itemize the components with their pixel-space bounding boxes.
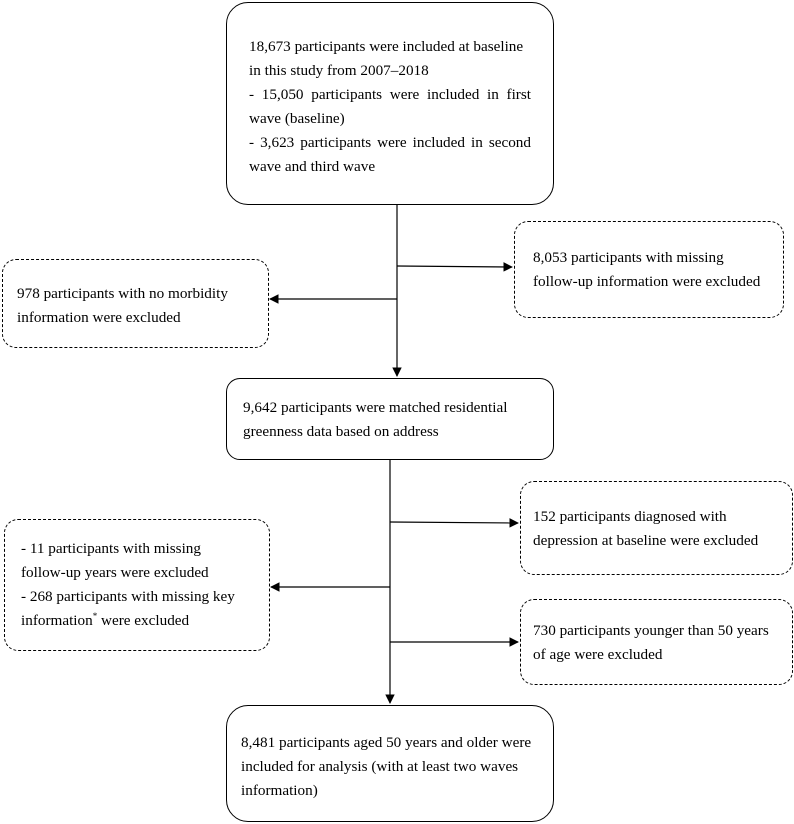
excluded-missing-line-4: information* were excluded [21, 609, 269, 633]
excluded-morbidity-line-1: 978 participants with no morbidity [17, 285, 228, 302]
matched-line-2: greenness data based on address [243, 423, 439, 440]
baseline-box: 18,673 participants were included at bas… [226, 2, 554, 205]
excluded-missing-line-1: - 11 participants with missing [21, 540, 201, 557]
excluded-depression-box: 152 participants diagnosed with depressi… [520, 481, 793, 575]
baseline-line-4: wave (baseline) [249, 110, 345, 127]
final-line-3: information) [241, 782, 318, 799]
excluded-missing-box: - 11 participants with missing follow-up… [4, 519, 270, 651]
excluded-age-line-2: of age were excluded [533, 646, 663, 663]
excluded-age-line-1: 730 participants younger than 50 years [533, 622, 769, 639]
excluded-missing-line-3: - 268 participants with missing key [21, 588, 235, 605]
excluded-missing-line-4-text: information [21, 612, 93, 629]
final-box: 8,481 participants aged 50 years and old… [226, 705, 554, 822]
excluded-followup-box: 8,053 participants with missing follow-u… [514, 221, 784, 318]
final-line-2: included for analysis (with at least two… [241, 758, 519, 775]
excluded-age-box: 730 participants younger than 50 years o… [520, 599, 793, 685]
excluded-missing-line-4-tail: were excluded [97, 612, 190, 629]
excluded-followup-line-2: follow-up information were excluded [533, 273, 761, 290]
arrow-to-excl-followup [396, 262, 513, 272]
baseline-line-5: - 3,623 participants were included in se… [249, 134, 531, 151]
matched-box: 9,642 participants were matched resident… [226, 378, 554, 460]
excluded-morbidity-line-2: information were excluded [17, 309, 181, 326]
excluded-followup-line-1: 8,053 participants with missing [533, 249, 724, 266]
arrow-to-excl-depression [389, 518, 519, 528]
baseline-line-3: - 15,050 participants were included in f… [249, 86, 531, 103]
baseline-line-2: in this study from 2007–2018 [249, 62, 429, 79]
baseline-line-1: 18,673 participants were included at bas… [249, 38, 524, 55]
footnote-marker: * [92, 610, 98, 621]
baseline-line-6: wave and third wave [249, 158, 376, 175]
final-line-1: 8,481 participants aged 50 years and old… [241, 734, 532, 751]
excluded-missing-line-2: follow-up years were excluded [21, 564, 209, 581]
excluded-depression-line-1: 152 participants diagnosed with [533, 508, 727, 525]
excluded-depression-line-2: depression at baseline were excluded [533, 532, 759, 549]
excluded-morbidity-box: 978 participants with no morbidity infor… [2, 259, 269, 348]
matched-line-1: 9,642 participants were matched resident… [243, 399, 508, 416]
